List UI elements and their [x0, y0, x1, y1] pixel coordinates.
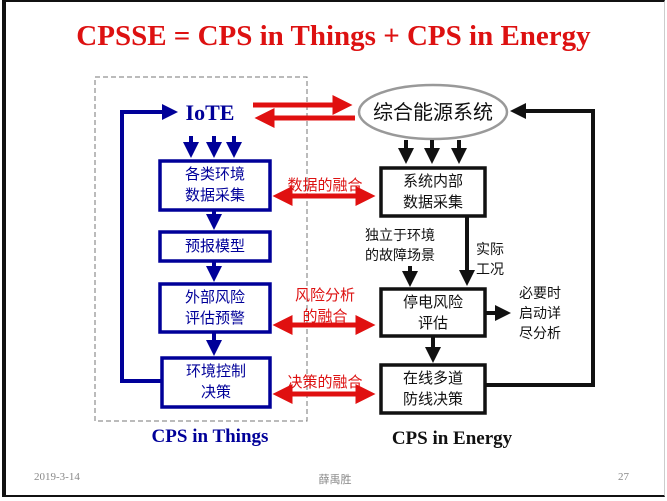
note-line: 工况 [476, 262, 504, 278]
box-text-line: 防线决策 [402, 390, 463, 408]
footer-author: 薛禹胜 [318, 474, 352, 486]
box-text-line: 评估预警 [184, 309, 245, 327]
box-text-line: 在线多道 [402, 369, 463, 387]
fault-scenario-note: 独立于环境 的故障场景 [355, 226, 445, 266]
slide-title: CPSSE = CPS in Things + CPS in Energy [76, 20, 591, 52]
forecast-box-text: 预报模型 [160, 236, 270, 257]
energy-feedback-arrow [486, 103, 595, 387]
box-text-line: 评估 [417, 314, 448, 332]
integrated-energy-ellipse [357, 83, 509, 141]
box-text-line: 数据采集 [184, 186, 245, 204]
footer-date: 2019-3-14 [34, 471, 80, 483]
data-fusion-label: 数据的融合 [287, 176, 363, 194]
note-line: 尽分析 [519, 326, 561, 342]
note-line: 启动详 [519, 306, 561, 322]
box-text-line: 停电风险 [402, 293, 463, 311]
things-feedback-arrow [120, 104, 178, 383]
note-line: 的故障场景 [365, 248, 435, 264]
risk-fusion-label: 风险分析 的融合 [280, 285, 370, 327]
external-risk-box [158, 282, 272, 334]
note-line: 必要时 [519, 286, 561, 302]
cps-in-energy-caption: CPS in Energy [391, 428, 513, 449]
decision-fusion-label: 决策的融合 [287, 373, 363, 391]
box-text-line: 各类环境 [184, 165, 245, 183]
env-data-box [158, 159, 272, 212]
internal-data-box-text: 系统内部 数据采集 [381, 171, 485, 213]
env-data-box-text: 各类环境 数据采集 [160, 164, 270, 206]
env-control-box-text: 环境控制 决策 [162, 361, 270, 403]
integrated-energy-label: 综合能源系统 [373, 100, 493, 124]
detail-analysis-note: 必要时 启动详 尽分析 [510, 284, 570, 344]
external-risk-box-text: 外部风险 评估预警 [160, 287, 270, 329]
box-text-line: 外部风险 [184, 288, 245, 306]
defense-decision-box [379, 363, 487, 415]
defense-decision-box-text: 在线多道 防线决策 [381, 368, 485, 410]
note-line: 实际 [476, 242, 504, 258]
cps-in-things-caption: CPS in Things [151, 426, 269, 447]
internal-data-box [379, 166, 487, 218]
label-line: 的融合 [302, 307, 348, 325]
footer-page-number: 27 [618, 471, 629, 483]
box-text-line: 决策 [200, 383, 231, 401]
iote-label: IoTE [185, 100, 235, 125]
box-text-line: 预报模型 [184, 237, 245, 255]
forecast-box [158, 230, 272, 263]
actual-condition-note: 实际 工况 [470, 240, 510, 280]
outage-risk-box-text: 停电风险 评估 [381, 292, 485, 334]
env-control-box [160, 356, 272, 409]
box-text-line: 系统内部 [402, 172, 463, 190]
note-line: 独立于环境 [365, 228, 435, 244]
things-region [94, 76, 308, 422]
label-line: 风险分析 [294, 286, 355, 304]
box-text-line: 环境控制 [185, 362, 246, 380]
box-text-line: 数据采集 [402, 193, 463, 211]
outage-risk-box [379, 287, 487, 338]
